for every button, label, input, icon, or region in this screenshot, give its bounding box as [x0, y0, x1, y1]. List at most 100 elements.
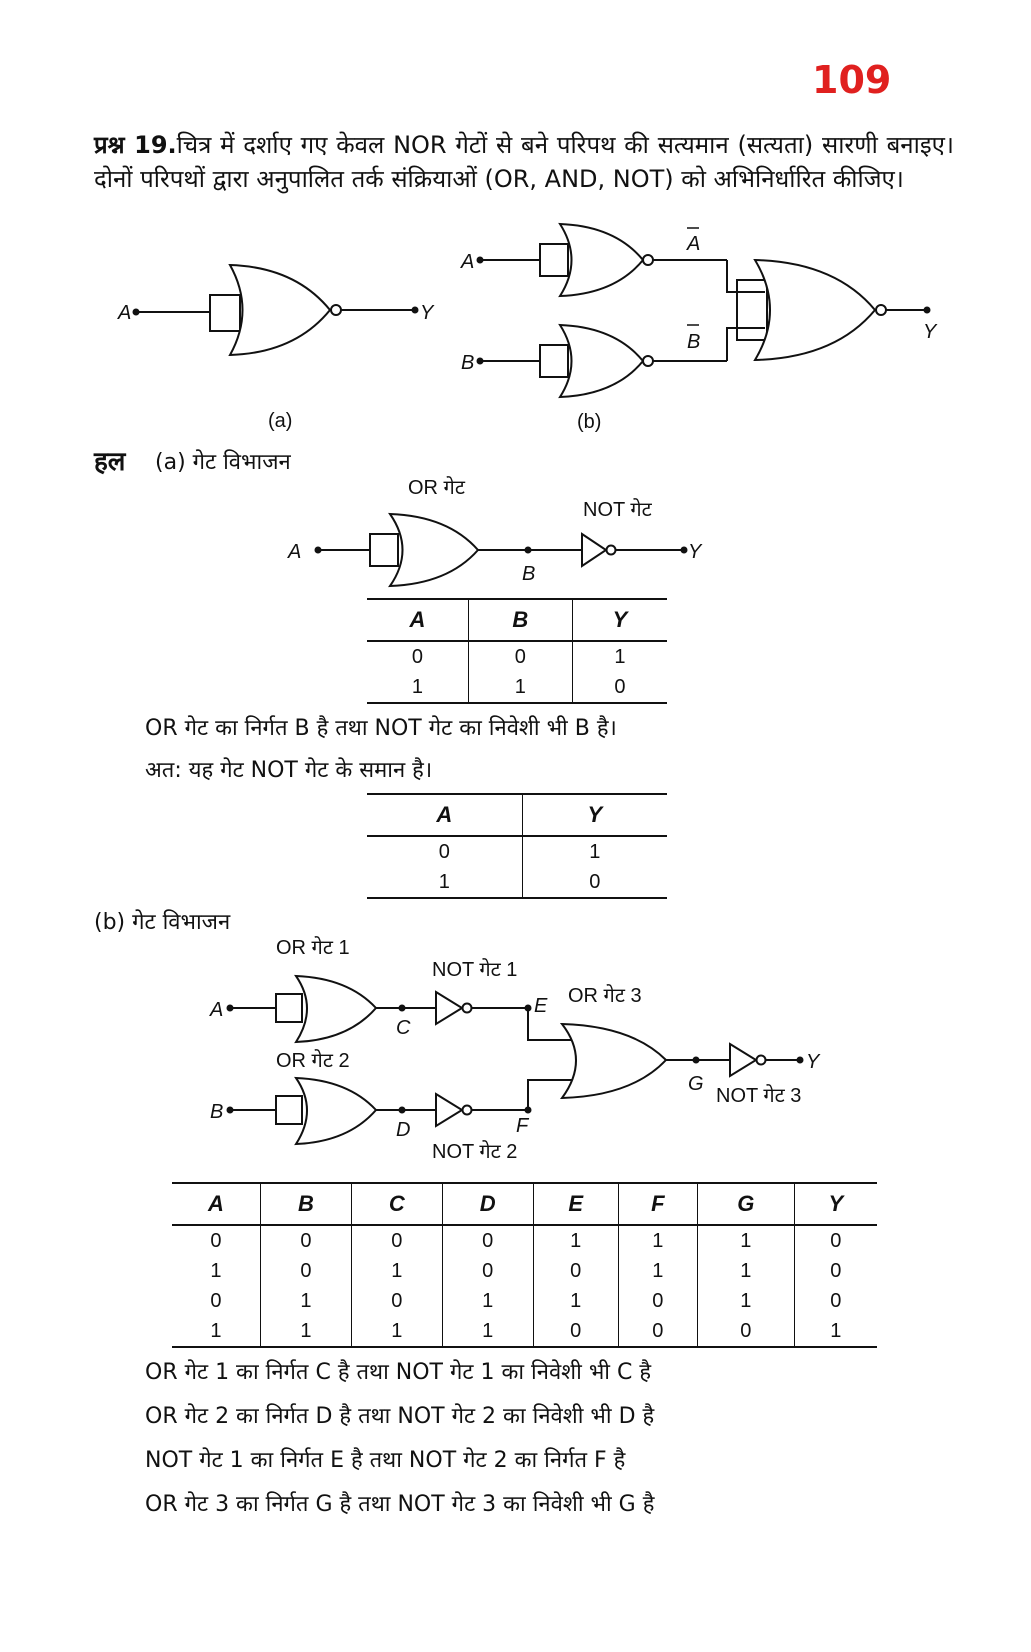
not-gate-3-label: NOT गेट 3 [716, 1084, 801, 1107]
table-cell: 1 [172, 1316, 261, 1348]
table-cell: 1 [617, 1225, 698, 1256]
cb-A: A [209, 999, 223, 1021]
table-cell: 1 [367, 672, 469, 704]
table-cell: 0 [617, 1286, 698, 1316]
table3-header: E [532, 1182, 619, 1226]
cb-E: E [534, 995, 548, 1017]
or-gate-2-label: OR गेट 2 [276, 1049, 350, 1072]
cb-B: B [210, 1101, 223, 1123]
figure-a-nor-circuit: A Y (a) [117, 263, 435, 432]
table-cell: 0 [793, 1225, 877, 1256]
table-row: 0 1 0 1 1 0 1 0 [172, 1286, 877, 1316]
table-cell: 1 [210, 1259, 222, 1282]
circuit-a2-or-label: OR गेट [408, 476, 466, 499]
not-gate-2-label: NOT गेट 2 [432, 1140, 517, 1163]
table3-header: B [259, 1182, 352, 1226]
table-cell: 1 [617, 1256, 698, 1286]
table-row: 0 1 [367, 836, 667, 867]
table-cell: 1 [532, 1225, 619, 1256]
table-cell: 0 [532, 1256, 619, 1286]
table-cell: 1 [696, 1286, 795, 1316]
table-row: 1 0 [367, 867, 667, 899]
circuit-a2-mid: B [522, 563, 535, 585]
table3-header: G [696, 1182, 795, 1226]
table1-header: Y [571, 598, 667, 642]
fig-b-input-a: A [460, 251, 474, 273]
table-cell: 0 [793, 1256, 877, 1286]
fig-b-caption: (b) [577, 411, 601, 433]
note-b1: OR गेट 1 का निर्गत C है तथा NOT गेट 1 का… [145, 1360, 652, 1385]
table-row: 1 1 1 1 0 0 0 1 [172, 1316, 877, 1348]
cb-D: D [396, 1119, 410, 1141]
table-cell: 1 [367, 867, 523, 899]
circuit-a-decomposed: OR गेट NOT गेट A B Y [287, 476, 703, 588]
table-cell: 0 [617, 1316, 698, 1348]
table-cell: 1 [532, 1286, 619, 1316]
table-row: 1 1 0 [367, 672, 667, 704]
table-cell: 0 [441, 1256, 534, 1286]
table-row: 0 0 1 [367, 641, 667, 672]
table-cell: 1 [696, 1225, 795, 1256]
table-cell: 0 [259, 1256, 352, 1286]
table-cell: 0 [350, 1286, 443, 1316]
figure-b-nor-circuit: A B A B Y (b) [460, 222, 938, 433]
cb-G: G [688, 1073, 704, 1095]
table-cell: 1 [441, 1286, 534, 1316]
circuit-a2-input: A [287, 541, 301, 563]
table3-header: D [441, 1182, 534, 1226]
table-cell: 0 [793, 1286, 877, 1316]
page-number: 109 [812, 58, 892, 102]
table-cell: 0 [467, 641, 573, 672]
truth-table-a-decomposed: A B Y 0 0 1 1 1 0 [367, 598, 667, 704]
table-cell: 1 [793, 1316, 877, 1348]
table-cell: 0 [532, 1316, 619, 1348]
table-cell: 0 [259, 1225, 352, 1256]
truth-table-b: A B C D E F G Y 0 0 0 0 1 1 1 0 1 0 1 0 … [172, 1182, 877, 1348]
fig-b-input-b: B [461, 352, 474, 374]
table1-header: B [467, 598, 573, 642]
fig-b-bbar: B [687, 331, 700, 353]
fig-b-abar: A [686, 233, 700, 255]
question-text: प्रश्न 19.चित्र में दर्शाए गए केवल NOR ग… [94, 128, 954, 196]
fig-a-caption: (a) [268, 410, 292, 432]
note-b2: OR गेट 2 का निर्गत D है तथा NOT गेट 2 का… [145, 1404, 655, 1429]
table3-header: F [617, 1182, 698, 1226]
table-row: 0 0 0 0 1 1 1 0 [172, 1225, 877, 1256]
part-b-heading: (b) गेट विभाजन [94, 910, 231, 935]
table-cell: 0 [571, 672, 667, 704]
table-cell: 1 [259, 1316, 352, 1348]
cb-C: C [396, 1017, 411, 1039]
table-cell: 0 [210, 1289, 222, 1312]
note-b4: OR गेट 3 का निर्गत G है तथा NOT गेट 3 का… [145, 1492, 655, 1517]
table-cell: 0 [696, 1316, 795, 1348]
truth-table-a-final: A Y 0 1 1 0 [367, 793, 667, 899]
not-gate-1-label: NOT गेट 1 [432, 958, 517, 981]
table-cell: 1 [521, 836, 667, 867]
table2-header: A [367, 793, 523, 837]
table3-header: A [172, 1182, 261, 1226]
fig-b-output: Y [923, 321, 938, 343]
cb-F: F [516, 1115, 530, 1137]
fig-a-input-label: A [117, 302, 131, 324]
circuit-a2-not-label: NOT गेट [583, 498, 653, 521]
table-cell: 1 [571, 641, 667, 672]
table-cell: 0 [441, 1225, 534, 1256]
table-cell: 1 [350, 1256, 443, 1286]
question-label: प्रश्न 19. [94, 131, 177, 159]
table1-header: A [367, 598, 469, 642]
table-cell: 1 [259, 1286, 352, 1316]
table-cell: 1 [467, 672, 573, 704]
table-cell: 0 [438, 840, 450, 863]
table3-header: C [350, 1182, 443, 1226]
table3-header: Y [793, 1182, 877, 1226]
fig-a-output-label: Y [420, 302, 435, 324]
table-cell: 0 [350, 1225, 443, 1256]
table-row: 1 0 1 0 0 1 1 0 [172, 1256, 877, 1286]
note-a1: OR गेट का निर्गत B है तथा NOT गेट का निव… [145, 716, 617, 741]
note-a2: अत: यह गेट NOT गेट के समान है। [145, 758, 433, 783]
solution-label: हल [94, 447, 126, 477]
cb-Y: Y [806, 1051, 821, 1073]
note-b3: NOT गेट 1 का निर्गत E है तथा NOT गेट 2 क… [145, 1448, 626, 1473]
circuit-b-decomposed: OR गेट 1 NOT गेट 1 OR गेट 3 OR गेट 2 NOT… [209, 936, 821, 1163]
table-cell: 0 [411, 645, 423, 668]
